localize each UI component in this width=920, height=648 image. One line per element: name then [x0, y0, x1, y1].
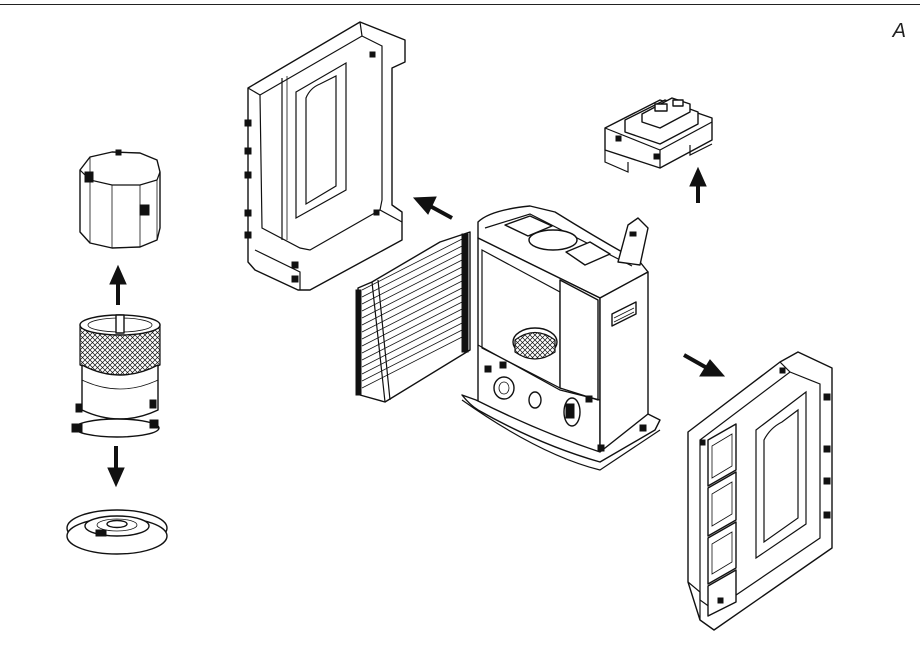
top-rule [0, 4, 920, 5]
arrow-up-icon [689, 166, 707, 203]
stove-door [355, 231, 471, 403]
arrow-down-right-icon [683, 353, 726, 377]
octagonal-burner-shell [79, 149, 161, 249]
figure-label: A [892, 20, 906, 42]
mesh-burner-cylinder [71, 314, 161, 438]
stove-body [461, 205, 661, 471]
right-side-panel [687, 351, 833, 631]
arrow-up-icon [109, 264, 127, 305]
control-unit [604, 97, 713, 173]
burner-base-plate [66, 509, 168, 555]
left-side-panel [244, 21, 406, 291]
arrow-down-icon [107, 446, 125, 488]
arrow-up-left-icon [412, 196, 453, 220]
